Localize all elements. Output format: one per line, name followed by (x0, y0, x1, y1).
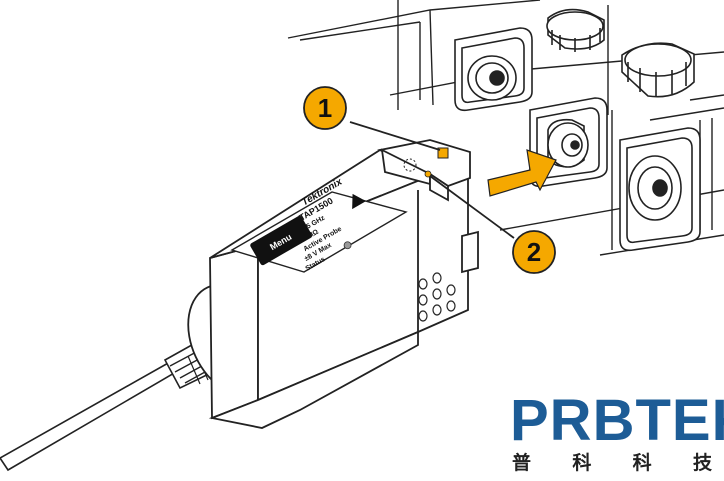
brand-logo-name: PRBTEK (510, 388, 724, 453)
callout-1-number: 1 (318, 93, 332, 123)
brand-char-1: 普 (512, 452, 532, 474)
knob-1 (546, 8, 605, 52)
brand-char-2: 科 (572, 452, 592, 474)
knob-2 (621, 42, 695, 98)
brand-char-4: 技 (692, 452, 712, 474)
probe-body (187, 139, 479, 429)
bnc-socket-1 (454, 27, 533, 112)
callout-2: 2 (512, 230, 556, 274)
vent-holes (418, 272, 456, 322)
status-led (343, 241, 352, 250)
callout-leaders (349, 121, 515, 239)
insertion-arrow (487, 149, 557, 197)
warning-icon (352, 193, 366, 210)
menu-button[interactable]: Menu (250, 215, 313, 266)
callout-2-number: 2 (527, 237, 541, 267)
bnc-socket-3 (619, 127, 701, 252)
probe-head-detail (403, 147, 449, 178)
brand-char-3: 科 (632, 452, 652, 474)
brand-logo-subtitle: 普 科 科 技 (512, 452, 712, 474)
callout-1: 1 (303, 86, 347, 130)
brand-logo: PRBTEK 普 科 科 技 (510, 392, 724, 476)
